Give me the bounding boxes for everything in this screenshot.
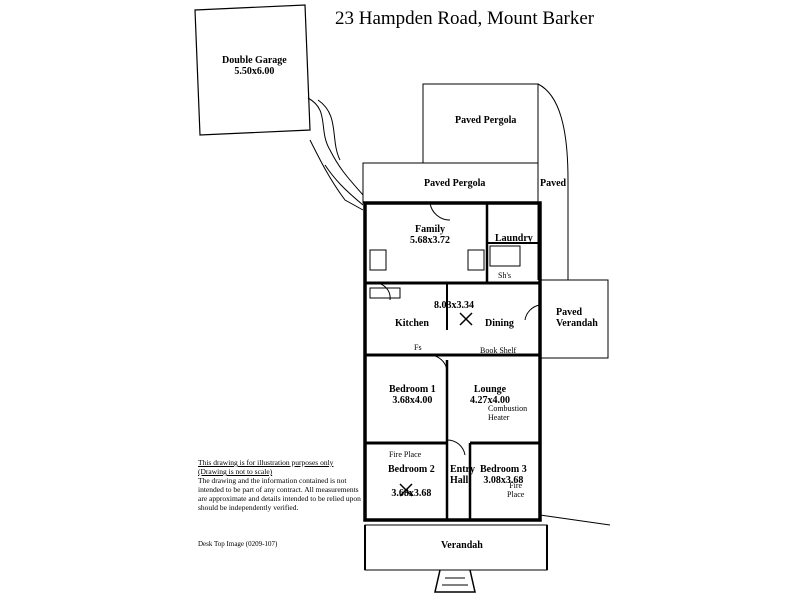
kitchen-dining-size: 8.03x3.34: [434, 300, 474, 311]
garage-label: Double Garage 5.50x6.00: [222, 55, 287, 77]
toilet-icon: [467, 249, 485, 271]
fireplace-b2-label: Fire Place: [389, 450, 422, 459]
fan-icon: [399, 483, 413, 497]
fan-icon: [459, 312, 473, 326]
pergola-top-label: Paved Pergola: [455, 115, 517, 126]
family-label: Family 5.68x3.72: [410, 224, 450, 246]
bedroom3-label: Bedroom 3 3.08x3.68: [480, 464, 527, 486]
paved-label: Paved: [540, 178, 567, 189]
paved-curve: [537, 83, 569, 280]
kitchen-label: Kitchen: [395, 318, 429, 329]
garage-outline: [194, 4, 311, 136]
bedroom1-label: Bedroom 1 3.68x4.00: [389, 384, 436, 406]
disclaimer: This drawing is for illustration purpose…: [198, 458, 361, 512]
entry-hall-label: Entry Hall: [450, 464, 475, 486]
house-outline: [363, 201, 542, 522]
bookshelf-label: Book Shelf: [480, 346, 517, 355]
combustion-heater-label: Combustion Heater: [488, 404, 528, 422]
fridge-label: Fs: [414, 343, 422, 352]
stove-icon: [369, 287, 401, 299]
fireplace-b3-label: Fire Place: [507, 481, 525, 499]
verandah-label: Verandah: [441, 540, 483, 551]
page-title: 23 Hampden Road, Mount Barker: [335, 8, 595, 29]
lounge-label: Lounge 4.27x4.00: [470, 384, 510, 406]
dining-label: Dining: [485, 318, 514, 329]
front-steps: [434, 569, 476, 593]
showers-label: Sh's: [498, 271, 512, 280]
laundry-label: Laundry: [495, 233, 533, 244]
bedroom2-label: Bedroom 2 3.68x3.68: [388, 464, 435, 499]
paved-verandah-label: Paved Verandah: [556, 307, 598, 329]
paved-verandah-outline: [539, 279, 609, 359]
driveway-curve: [307, 97, 364, 196]
footer-label: Desk Top Image (0209-107): [198, 540, 278, 548]
pergola-mid-label: Paved Pergola: [424, 178, 486, 189]
bath-icon: [489, 245, 521, 267]
toilet-icon: [369, 249, 387, 271]
